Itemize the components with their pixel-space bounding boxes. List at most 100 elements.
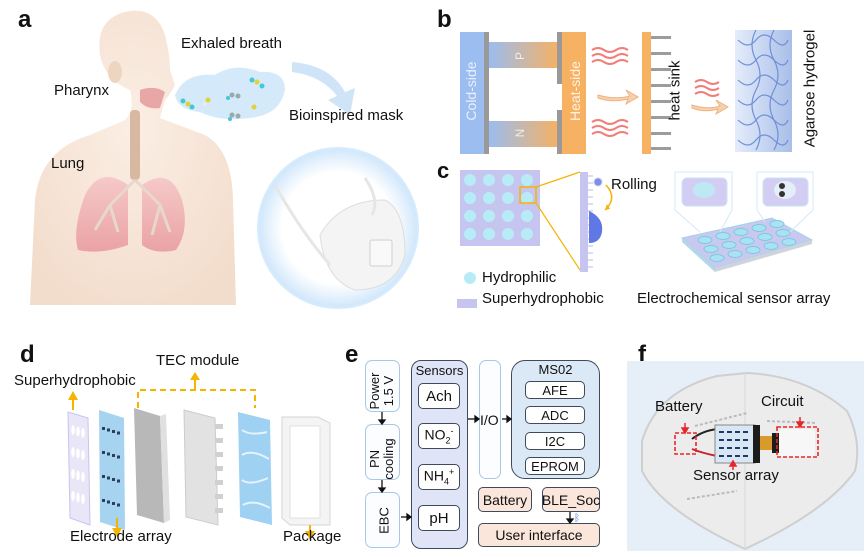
sensor-well xyxy=(727,250,743,258)
down-arrow-icon xyxy=(305,531,315,540)
hydrophilic-spot xyxy=(502,228,514,240)
hydrophilic-spot xyxy=(521,174,533,186)
chip-electrode xyxy=(735,455,740,457)
hydrophilic-spot xyxy=(464,228,476,240)
label-exhaled-breath: Exhaled breath xyxy=(181,35,282,52)
zoom-box xyxy=(519,186,537,204)
label-heat-side: Heat-side xyxy=(567,61,583,121)
hydrophilic-spot xyxy=(502,192,514,204)
heat-sink-base xyxy=(642,32,651,154)
electrode xyxy=(102,475,105,478)
hydrophilic-hole xyxy=(81,472,85,482)
ms02-title: MS02 xyxy=(538,362,573,377)
sensor-well xyxy=(769,220,785,228)
hydrophilic-spot xyxy=(502,174,514,186)
chip-electrode xyxy=(735,431,740,433)
heat-sink-fin xyxy=(215,480,223,485)
hydrophilic-hole xyxy=(71,447,75,457)
hydrophilic-spot xyxy=(502,210,514,222)
hydrophilic-hole xyxy=(71,491,75,501)
ms02-i2c: I2C xyxy=(525,432,585,450)
up-arrow-icon xyxy=(68,391,78,400)
label-io: I/O xyxy=(480,412,499,428)
label-agarose-hydrogel: Agarose hydrogel xyxy=(801,29,819,148)
block-diagram-arrows: ᛒ xyxy=(377,412,580,525)
electrode xyxy=(102,427,105,430)
ms02-block: MS02 AFE ADC I2C EPROM xyxy=(511,360,600,479)
left-lung xyxy=(76,177,128,252)
sensor-ph: pH xyxy=(418,505,460,531)
pn-cooling-block: PN cooling xyxy=(365,424,400,480)
sensor-well xyxy=(715,232,731,240)
panel-label-d: d xyxy=(20,341,35,368)
chip-electrode xyxy=(727,431,732,433)
chip-electrode xyxy=(719,455,724,457)
sensors-title: Sensors xyxy=(415,363,464,378)
power-block: Power 1.5 V xyxy=(365,360,400,412)
sensor-well xyxy=(775,229,791,237)
sensor-array-illustration xyxy=(674,171,814,272)
sensor-well xyxy=(763,242,779,250)
bronchi xyxy=(93,178,172,236)
sensor-well xyxy=(781,238,797,246)
heat-sink-fin xyxy=(215,494,223,499)
hydrophilic-spot xyxy=(464,210,476,222)
circuit-module xyxy=(779,429,815,457)
chip-electrode xyxy=(743,447,748,449)
label-tec-module: TEC module xyxy=(156,352,240,369)
hydrophilic-hole xyxy=(76,448,80,459)
molecules xyxy=(180,77,265,121)
sensor-well xyxy=(703,245,719,253)
tec-cold-plate xyxy=(134,408,164,523)
hydrophilic-hole xyxy=(76,492,80,503)
hydrophilic-spot xyxy=(521,210,533,222)
heat-sink-fin xyxy=(215,424,223,429)
io-block xyxy=(479,360,501,479)
panel-label-a: a xyxy=(18,6,32,33)
mask-photo xyxy=(627,361,864,551)
cold-side-plate xyxy=(460,32,484,154)
sensor-well xyxy=(757,233,773,241)
hydrophilic-spot xyxy=(464,192,476,204)
sensor-well xyxy=(697,236,713,244)
ebc-block: EBC xyxy=(365,492,400,548)
label-rolling: Rolling xyxy=(611,176,657,193)
label-heat-sink: heat sink xyxy=(666,60,684,121)
chip-electrode xyxy=(743,439,748,441)
hydrophilic-hole xyxy=(81,494,85,504)
chip-electrode xyxy=(743,431,748,433)
sensor-no2: NO2- xyxy=(418,423,460,449)
hydrophilic-spot xyxy=(521,192,533,204)
panel-label-e: e xyxy=(345,341,359,368)
electrode xyxy=(102,451,105,454)
label-cold-side: Cold-side xyxy=(463,61,479,121)
trachea xyxy=(130,110,140,180)
hydrophilic-spot xyxy=(483,210,495,222)
sensor-well xyxy=(745,246,761,254)
human-respiratory-illustration xyxy=(30,10,419,309)
hydrogel-network xyxy=(737,29,789,151)
pharynx-region xyxy=(140,87,165,109)
hydrogel-layer xyxy=(238,412,272,525)
chip-electrode xyxy=(719,431,724,433)
zoom-line xyxy=(535,171,581,188)
electrode xyxy=(117,455,120,459)
chip-electrode xyxy=(719,447,724,449)
chip-electrode xyxy=(727,447,732,449)
electrode xyxy=(117,431,120,435)
label-p: P xyxy=(513,52,527,61)
label-sensor-array: Sensor array xyxy=(693,467,779,484)
tec-heat-sink xyxy=(183,409,219,526)
sensor-well xyxy=(733,228,749,236)
sensor-well xyxy=(721,241,737,249)
hydrophilic-hole xyxy=(81,450,85,460)
sensor-nh4: NH4+ xyxy=(418,464,460,490)
battery-highlight-box xyxy=(674,432,697,455)
ms02-eprom: EPROM xyxy=(525,457,585,475)
legend-superhydrophobic-swatch xyxy=(457,299,477,308)
ble-soc-block: BLE_Soc xyxy=(542,487,600,512)
chip-electrode xyxy=(743,455,748,457)
n-leg xyxy=(489,121,559,147)
heat-sink-fin xyxy=(215,466,223,471)
label-electrode-array: Electrode array xyxy=(70,528,172,545)
